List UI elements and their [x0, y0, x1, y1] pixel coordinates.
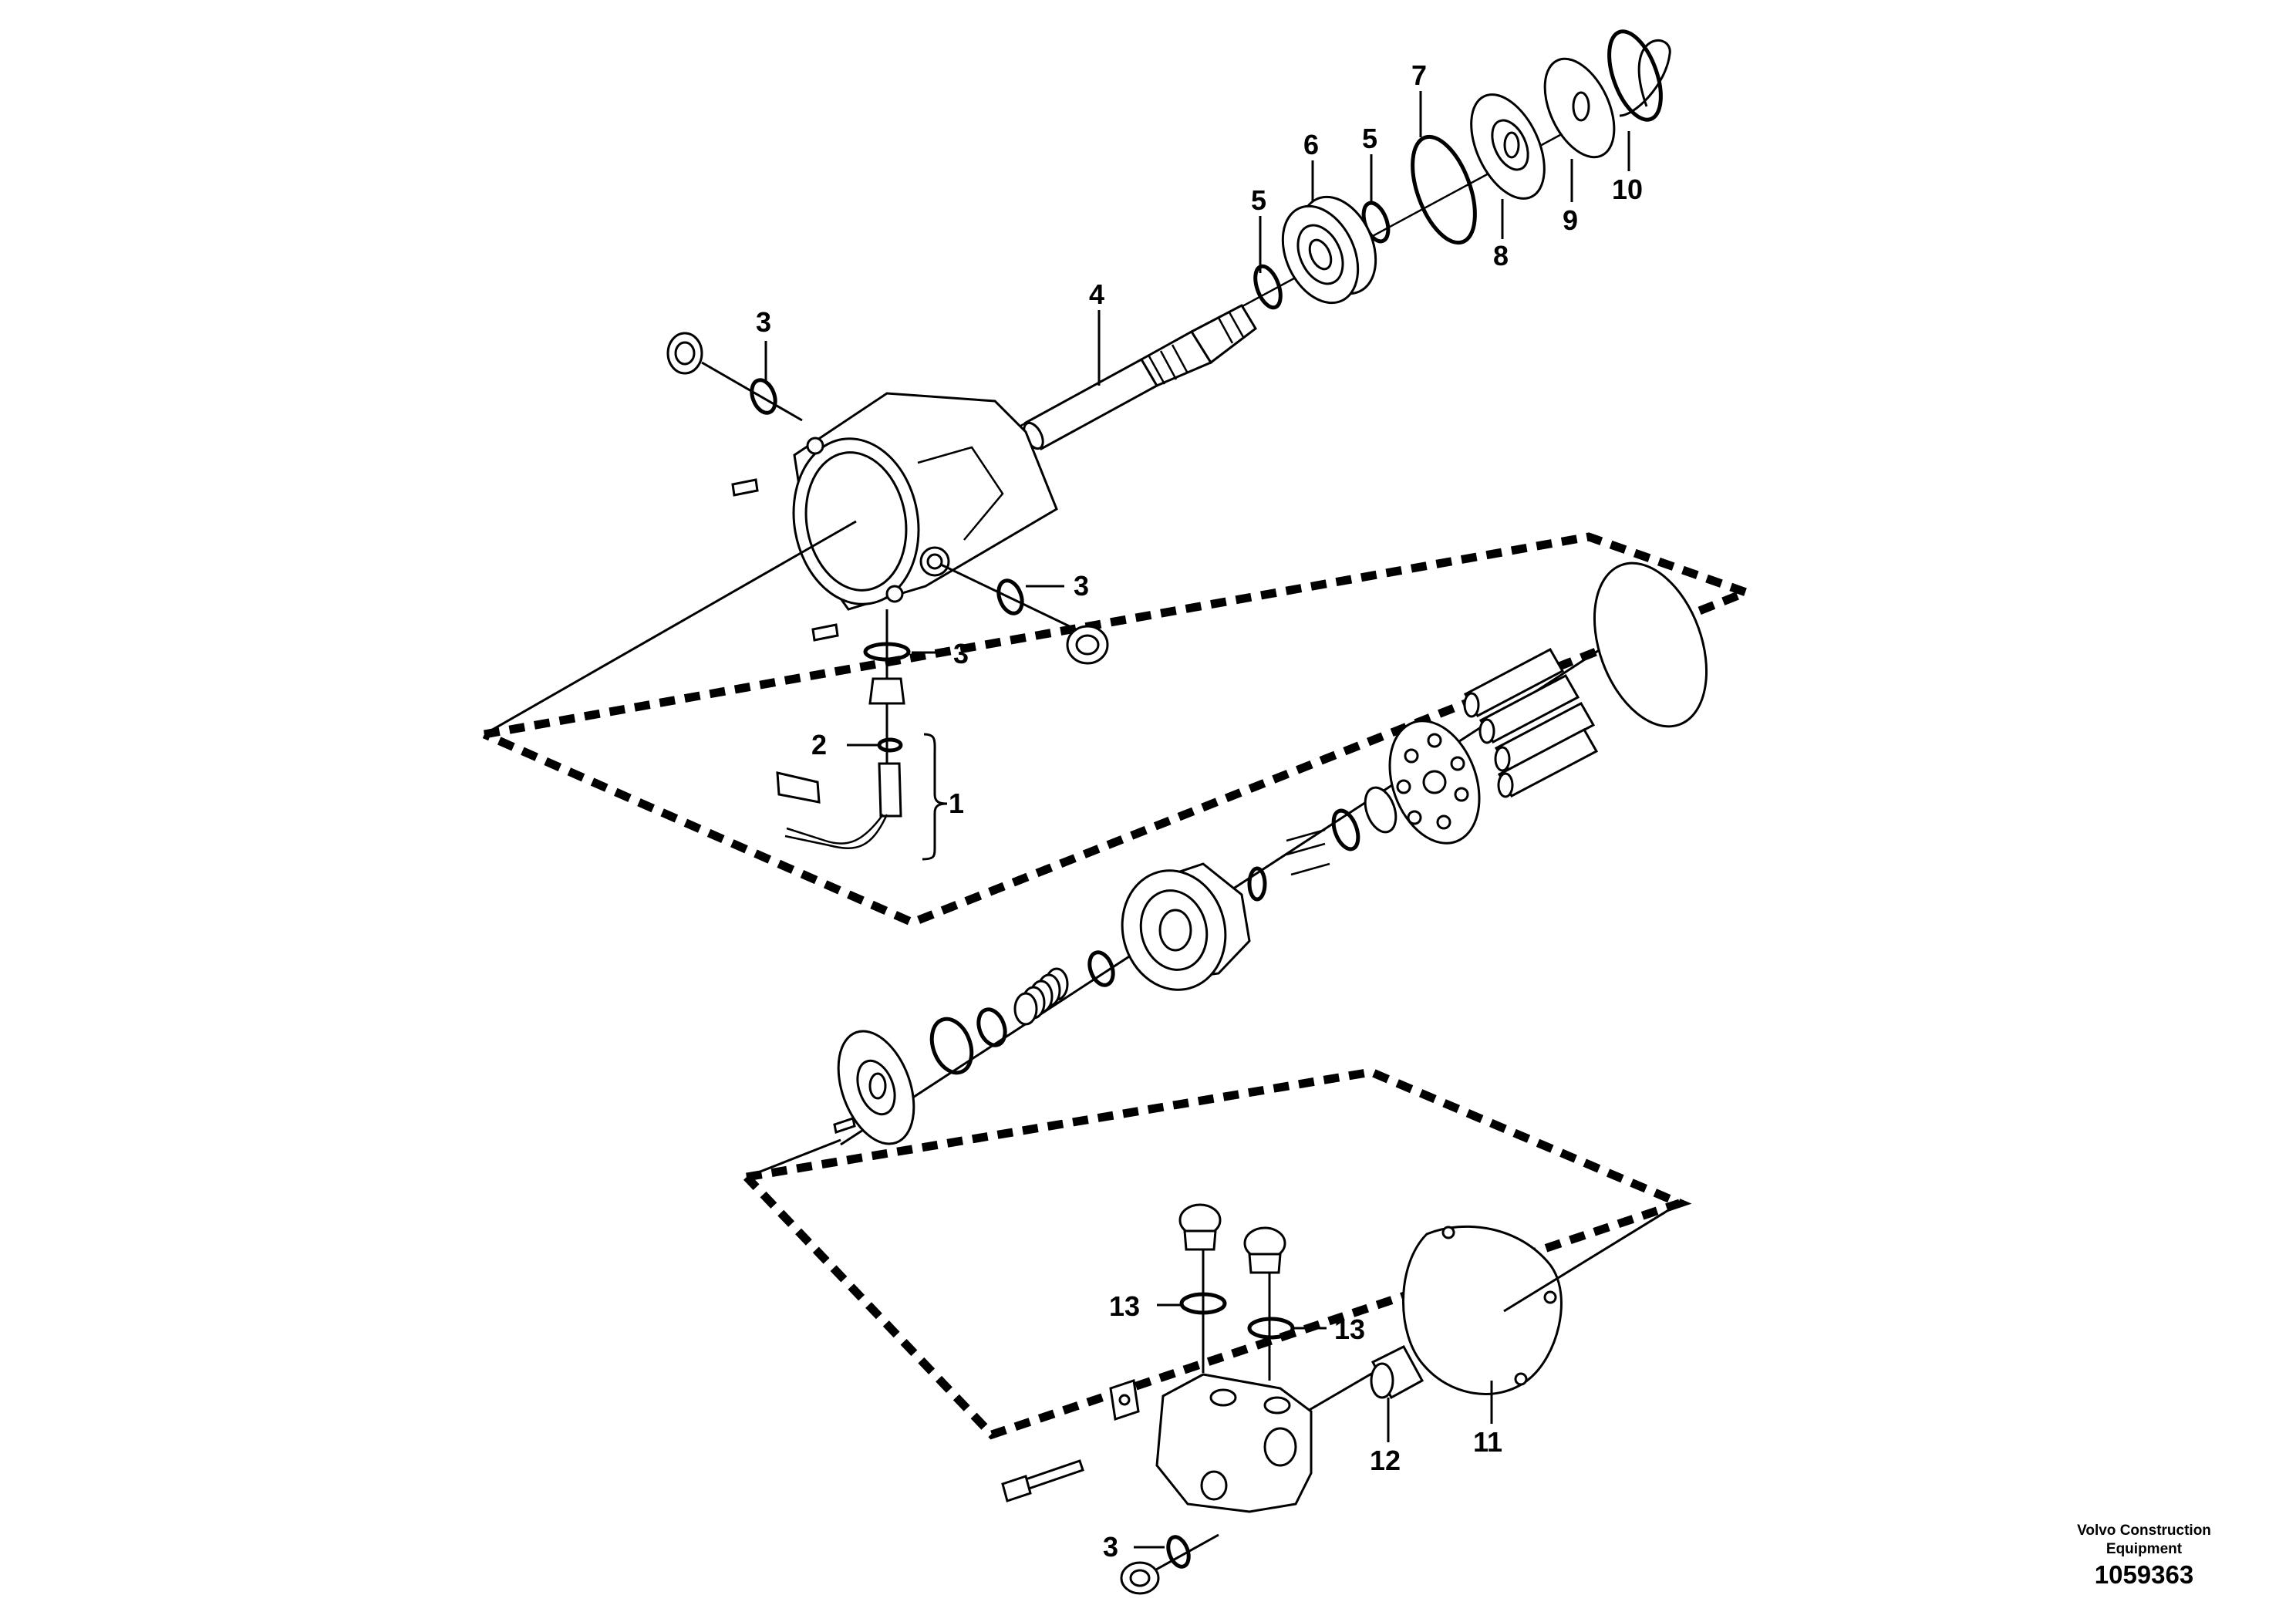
swash-plate — [1593, 561, 1708, 728]
label-5-lower: 5 — [1251, 184, 1266, 216]
label-3-lower: 3 — [953, 638, 969, 669]
washer-spring-top — [1087, 950, 1115, 987]
pin-upper — [731, 478, 759, 497]
label-13-right: 13 — [1334, 1313, 1365, 1345]
rotating-group-axis — [840, 600, 1674, 1146]
housing-front — [792, 392, 1058, 611]
snap-ring-10 — [1607, 29, 1671, 122]
label-9: 9 — [1563, 204, 1578, 236]
label-1: 1 — [949, 787, 964, 819]
company-name-line2: Equipment — [2106, 1541, 2183, 1557]
fitting — [868, 677, 905, 705]
seal-8 — [1470, 93, 1546, 200]
o-ring-13-left — [1179, 1292, 1227, 1315]
o-ring-valve-plate — [929, 1017, 974, 1075]
valve-plate-leader — [746, 1138, 841, 1179]
bracket-item-1 — [922, 733, 948, 861]
label-3-upper: 3 — [756, 306, 771, 338]
o-ring-3-lower — [863, 642, 911, 662]
label-3-right: 3 — [1074, 570, 1089, 602]
washer-spring-bottom — [976, 1007, 1007, 1047]
document-number: 1059363 — [2094, 1560, 2194, 1589]
plug-bottom-axis — [1148, 1533, 1219, 1575]
label-12: 12 — [1370, 1445, 1401, 1476]
company-name-line1: Volvo Construction — [2077, 1523, 2211, 1539]
label-11: 11 — [1473, 1426, 1502, 1458]
label-4: 4 — [1089, 278, 1104, 310]
label-5-upper: 5 — [1362, 123, 1377, 154]
washer-9 — [1543, 57, 1616, 159]
bearing-6 — [1281, 195, 1377, 305]
plug-right — [1066, 625, 1109, 665]
upper-assembly-boundary — [482, 532, 1758, 927]
piston-set — [1463, 647, 1599, 798]
retainer-plate — [1388, 720, 1481, 845]
cylinder-block — [1121, 862, 1251, 991]
o-ring-3-upper — [750, 378, 777, 415]
valve-plate-pin — [833, 1117, 856, 1134]
pin-lower — [811, 623, 839, 642]
plug-right-axis — [940, 563, 1096, 640]
housing-leader — [484, 520, 857, 736]
label-8: 8 — [1493, 240, 1509, 271]
spherical-bush — [1364, 786, 1397, 834]
bolt — [1001, 1459, 1084, 1502]
shaft-4 — [1023, 304, 1257, 451]
label-10: 10 — [1612, 174, 1643, 205]
snap-ring-5-lower — [1253, 264, 1283, 310]
spring — [1013, 967, 1069, 1026]
pins-rotating — [1286, 828, 1330, 876]
gasket-11 — [1402, 1225, 1563, 1395]
o-ring-13-right — [1247, 1317, 1295, 1340]
o-ring-2 — [877, 737, 903, 753]
port-block — [1109, 1373, 1313, 1513]
valve-plate — [837, 1030, 915, 1145]
label-3-bottom: 3 — [1103, 1531, 1118, 1563]
bushing-12 — [1370, 1345, 1424, 1400]
o-ring-3-bottom — [1166, 1535, 1191, 1569]
plug-bottom — [1120, 1561, 1160, 1595]
label-6: 6 — [1303, 129, 1319, 160]
ring-rotating — [1331, 808, 1360, 851]
ring-small-rotating — [1247, 866, 1267, 902]
plug-upper-left — [666, 332, 703, 375]
label-7: 7 — [1411, 59, 1427, 91]
plug-top-right — [1243, 1226, 1286, 1274]
sensor-1 — [776, 762, 902, 849]
footer-credit: Volvo Construction Equipment 1059363 — [2048, 1522, 2240, 1591]
label-2: 2 — [811, 729, 827, 760]
retaining-ring-7 — [1411, 134, 1477, 245]
o-ring-3-right — [996, 578, 1024, 615]
label-13-left: 13 — [1109, 1290, 1140, 1322]
plug-top-left — [1178, 1203, 1222, 1251]
gasket-leader — [1503, 1202, 1681, 1313]
